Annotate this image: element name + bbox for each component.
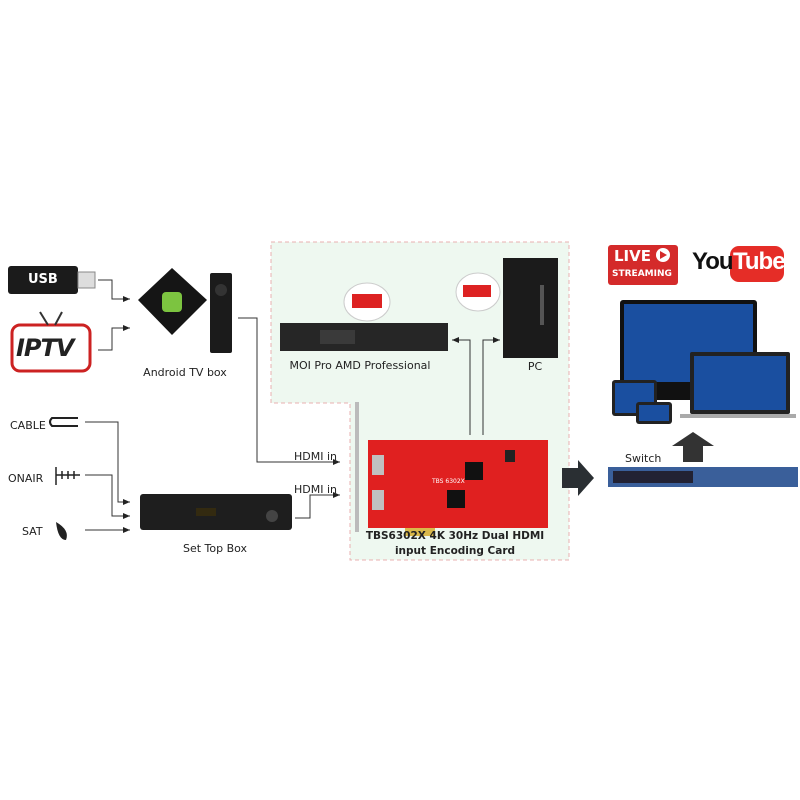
android-to-card-line bbox=[238, 317, 340, 465]
moi-pro-server-icon bbox=[280, 282, 448, 351]
youtube-you-label: You bbox=[692, 248, 734, 275]
cable-icon bbox=[49, 417, 78, 427]
youtube-tube-label: Tube bbox=[733, 248, 786, 275]
hdmi-in-label-2: HDMI in bbox=[294, 483, 338, 496]
usb-label: USB bbox=[28, 272, 58, 287]
antenna-icon bbox=[55, 467, 80, 485]
up-arrow-icon bbox=[672, 432, 714, 462]
encoding-card-icon bbox=[355, 402, 548, 536]
card-silk-label: TBS 6302X bbox=[432, 478, 465, 485]
network-switch-icon bbox=[608, 467, 798, 487]
youtube-logo-bg bbox=[730, 246, 784, 282]
android-tv-box-icon bbox=[138, 268, 232, 353]
pc-label: PC bbox=[527, 360, 543, 373]
set-top-box-icon bbox=[140, 494, 292, 530]
onair-to-stb-line bbox=[85, 474, 130, 519]
iptv-label: IPTV bbox=[16, 334, 74, 362]
card-title-line1: TBS6302X 4K 30Hz Dual HDMI bbox=[365, 530, 545, 542]
sat-label: SAT bbox=[22, 525, 43, 538]
card-to-moi-line bbox=[452, 337, 471, 435]
switch-label: Switch bbox=[625, 452, 662, 465]
set-top-box-label: Set Top Box bbox=[182, 542, 248, 555]
multiscreen-devices-icon bbox=[612, 300, 796, 424]
stb-to-card-line bbox=[295, 492, 340, 519]
android-tv-box-label: Android TV box bbox=[143, 366, 227, 379]
streaming-label: STREAMING bbox=[612, 269, 672, 279]
output-arrow-icon bbox=[562, 460, 594, 496]
iptv-logo-icon bbox=[10, 311, 92, 373]
hdmi-in-label-1: HDMI in bbox=[294, 450, 338, 463]
card-title-line2: input Encoding Card bbox=[394, 545, 516, 557]
card-to-pc-line bbox=[482, 337, 500, 435]
moi-pro-label: MOI Pro AMD Professional bbox=[289, 359, 431, 372]
cable-label: CABLE bbox=[10, 419, 46, 432]
cable-to-stb-line bbox=[85, 421, 130, 505]
usb-stick-icon bbox=[8, 266, 96, 294]
satellite-dish-icon bbox=[56, 522, 67, 540]
usb-to-android-line bbox=[98, 279, 130, 302]
pc-tower-icon bbox=[455, 258, 558, 358]
iptv-to-android-line bbox=[98, 325, 130, 351]
onair-label: ONAIR bbox=[8, 472, 44, 485]
live-label: LIVE bbox=[614, 247, 651, 265]
